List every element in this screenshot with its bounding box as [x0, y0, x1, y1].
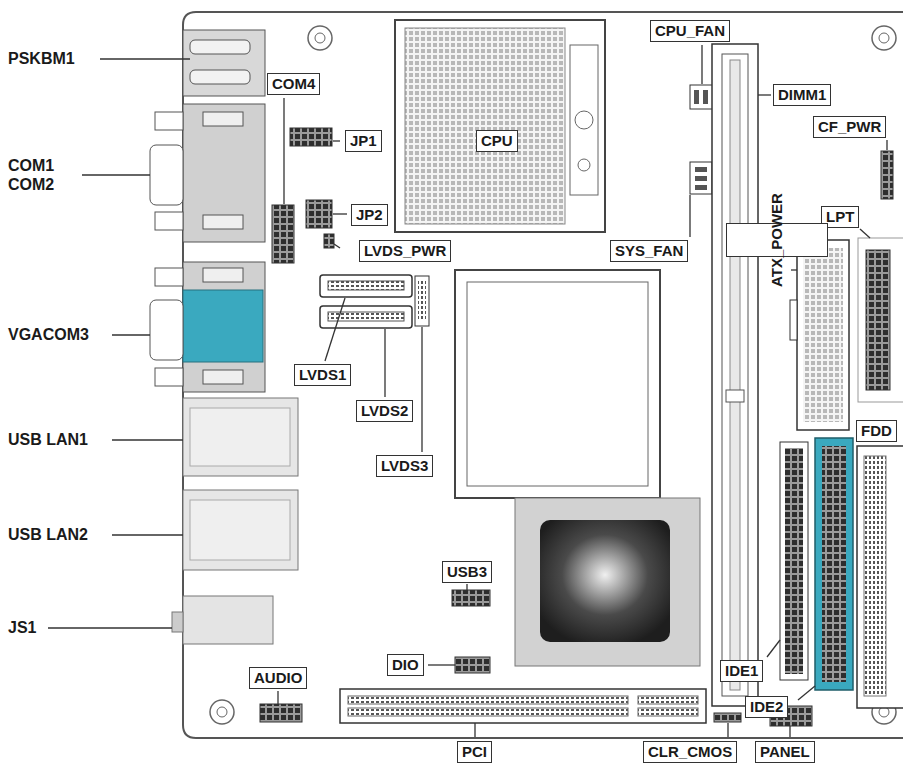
part-name: LVDS1 [299, 366, 346, 384]
part-label-box: FDD [856, 420, 897, 442]
part-label-box: SYS_FAN [610, 240, 688, 262]
part-label-box: CLR_CMOS [643, 741, 737, 763]
part-label-box: ATX_POWER [726, 223, 828, 257]
part-name: CLR_CMOS [648, 743, 732, 761]
connector-name: USB LAN1 [8, 430, 88, 449]
part-name: COM4 [272, 75, 315, 93]
part-name: JP2 [356, 206, 383, 224]
connector-name: USB LAN2 [8, 525, 88, 544]
part-name: ATX_POWER [768, 193, 786, 287]
part-name: IDE1 [725, 662, 758, 680]
part-name: LVDS2 [361, 402, 408, 420]
part-label-box: USB3 [442, 561, 492, 583]
part-name: CF_PWR [818, 118, 881, 136]
part-name: CPU_FAN [655, 22, 725, 40]
part-name: FDD [861, 422, 892, 440]
part-label-box: LVDS1 [294, 364, 351, 386]
part-name: CPU [481, 132, 513, 150]
part-label-box: LVDS3 [376, 455, 433, 477]
part-name: PCI [462, 743, 487, 761]
part-label-box: DIO [387, 654, 424, 676]
part-name: LPT [826, 208, 854, 226]
part-label-box: LVDS2 [356, 400, 413, 422]
part-name: DIO [392, 656, 419, 674]
part-name: DIMM1 [778, 86, 826, 104]
part-label-box: AUDIO [249, 667, 307, 689]
part-name: SYS_FAN [615, 242, 683, 260]
connector-name: VGACOM3 [8, 325, 89, 344]
part-name: PANEL [760, 743, 810, 761]
connector-name: COM1 COM2 [8, 156, 68, 194]
part-name: AUDIO [254, 669, 302, 687]
part-label-box: CF_PWR [813, 116, 886, 138]
part-label-box: IDE2 [745, 696, 788, 718]
part-label-box: PCI [457, 741, 492, 763]
part-label-box: PANEL [755, 741, 815, 763]
part-label-box: IDE1 [720, 660, 763, 682]
part-label-box: JP2 [351, 204, 388, 226]
part-name: LVDS_PWR [364, 242, 446, 260]
part-name: USB3 [447, 563, 487, 581]
part-name: JP1 [350, 132, 377, 150]
connector-name: JS1 [8, 618, 36, 637]
part-label-box: CPU [476, 130, 518, 152]
connector-name: PSKBM1 [8, 49, 75, 68]
part-label-box: CPU_FAN [650, 20, 730, 42]
part-label-box: JP1 [345, 130, 382, 152]
part-label-box: DIMM1 [773, 84, 831, 106]
part-label-box: LVDS_PWR [359, 240, 451, 262]
part-label-box: COM4 [267, 73, 320, 95]
part-name: IDE2 [750, 698, 783, 716]
part-name: LVDS3 [381, 457, 428, 475]
